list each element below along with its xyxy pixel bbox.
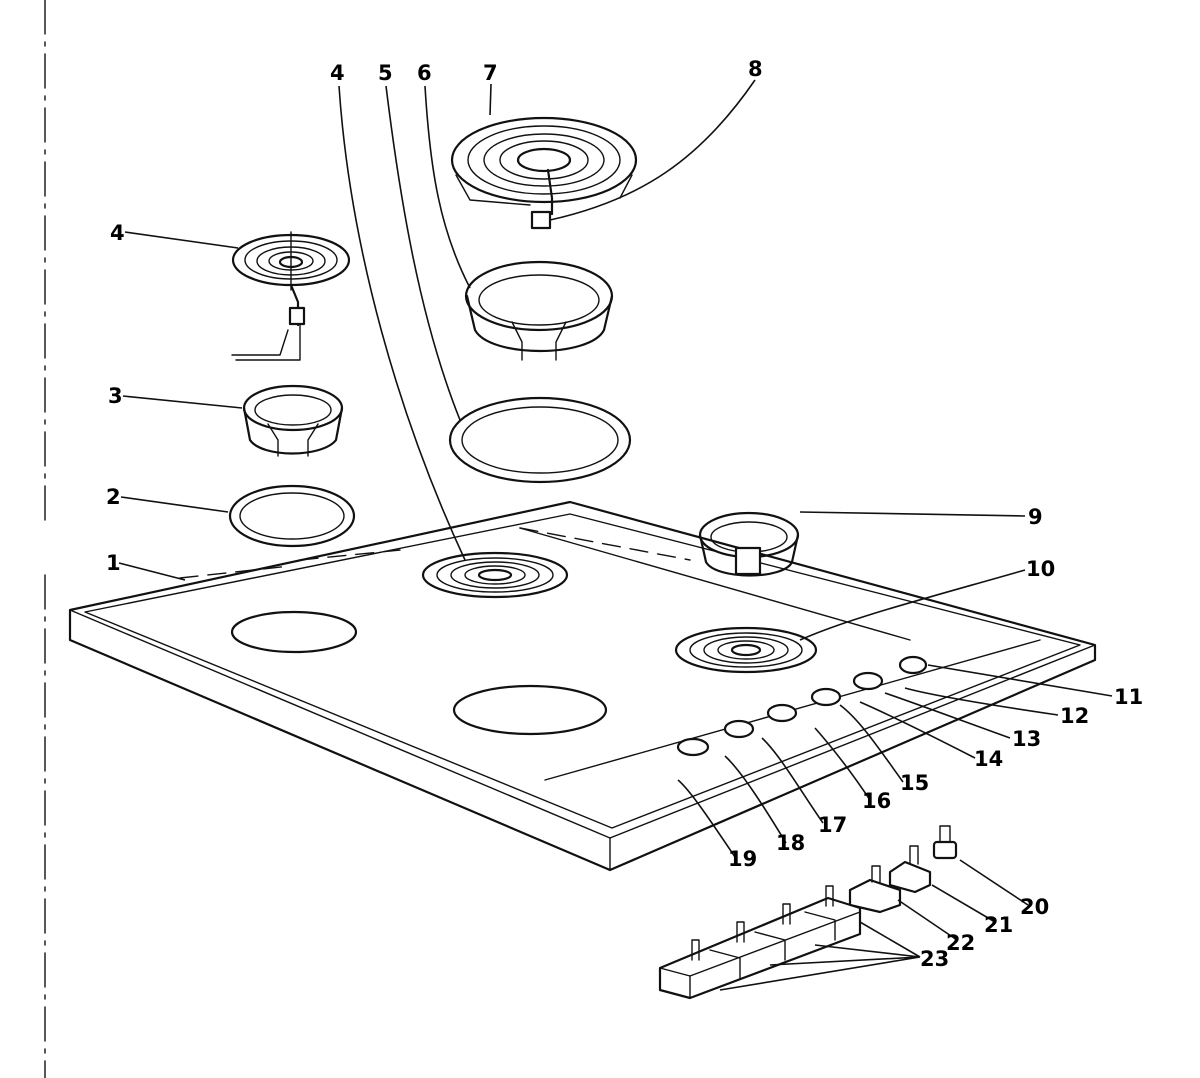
part-7-surface-element-large xyxy=(450,116,638,230)
installed-element-rear xyxy=(421,551,569,599)
installed-element-right xyxy=(674,626,818,674)
label-19: 19 xyxy=(728,847,757,871)
part-20-knob xyxy=(932,825,958,860)
label-8: 8 xyxy=(748,57,763,81)
leader-2 xyxy=(120,496,229,513)
leader-17 xyxy=(761,737,824,824)
burner-opening-left xyxy=(230,610,358,654)
leader-11 xyxy=(927,664,1113,697)
label-13: 13 xyxy=(1012,727,1041,751)
label-21: 21 xyxy=(984,913,1013,937)
leader-14 xyxy=(859,701,976,759)
leader-4b xyxy=(338,85,466,561)
label-17: 17 xyxy=(818,813,847,837)
label-12: 12 xyxy=(1060,704,1089,728)
leader-6 xyxy=(424,85,471,289)
label-9: 9 xyxy=(1028,505,1043,529)
leader-10 xyxy=(799,569,1026,641)
label-4-top: 4 xyxy=(330,61,345,85)
label-23: 23 xyxy=(920,947,949,971)
part-3-drip-pan xyxy=(242,384,344,457)
part-5-trim-ring-large xyxy=(448,396,632,484)
part-4-surface-element-small xyxy=(231,231,351,361)
label-14: 14 xyxy=(974,747,1003,771)
leader-9 xyxy=(799,511,1026,517)
leader-lines xyxy=(118,79,1113,991)
callout-labels: 1 2 3 4 4 5 6 7 8 9 10 11 12 13 14 15 16… xyxy=(106,57,1143,971)
label-7: 7 xyxy=(483,61,498,85)
leader-16 xyxy=(814,727,871,801)
leader-12 xyxy=(904,687,1059,716)
leader-23 xyxy=(719,921,921,991)
leader-22 xyxy=(897,899,958,941)
label-5: 5 xyxy=(378,61,393,85)
leader-7 xyxy=(489,83,492,116)
cooktop-panel xyxy=(68,500,1097,872)
label-10: 10 xyxy=(1026,557,1055,581)
leader-21 xyxy=(931,884,996,923)
part-9-burner-cup xyxy=(698,511,800,577)
leader-18 xyxy=(724,755,787,844)
leader-3 xyxy=(122,395,243,409)
label-1: 1 xyxy=(106,551,121,575)
label-2: 2 xyxy=(106,485,121,509)
leader-1 xyxy=(118,562,186,581)
label-11: 11 xyxy=(1114,685,1143,709)
label-3: 3 xyxy=(108,384,123,408)
label-16: 16 xyxy=(862,789,891,813)
leader-19 xyxy=(677,779,736,858)
part-2-trim-ring xyxy=(228,484,356,548)
knob-row xyxy=(676,655,928,757)
label-6: 6 xyxy=(417,61,432,85)
leader-15 xyxy=(839,704,904,783)
label-18: 18 xyxy=(776,831,805,855)
leader-4a xyxy=(124,231,239,249)
leader-20 xyxy=(959,859,1029,906)
leader-13 xyxy=(884,692,1011,739)
part-6-drip-pan-large xyxy=(464,260,614,361)
label-4-left: 4 xyxy=(110,221,125,245)
burner-opening-front xyxy=(452,684,608,736)
label-15: 15 xyxy=(900,771,929,795)
leader-5 xyxy=(385,85,461,421)
part-21-shaft xyxy=(888,845,932,894)
leader-8 xyxy=(549,79,756,221)
part-23-switch-bank xyxy=(658,885,862,1000)
label-22: 22 xyxy=(946,931,975,955)
label-20: 20 xyxy=(1020,895,1049,919)
